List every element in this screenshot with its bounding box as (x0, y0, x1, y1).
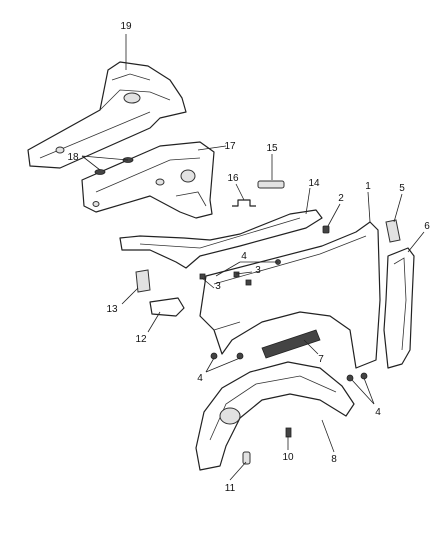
callout-17: 17 (224, 141, 236, 152)
callout-2: 2 (338, 193, 344, 204)
part-13-block (135, 269, 151, 293)
callout-7: 7 (318, 354, 324, 365)
callout-16: 16 (227, 173, 239, 184)
part-15-clip (257, 180, 285, 189)
part-2-clip (322, 225, 330, 234)
callout-4-left: 4 (197, 373, 203, 384)
part-19-rail-assembly (27, 61, 187, 169)
part-8-wheelhouse-liner (195, 361, 355, 471)
part-12-support (149, 297, 185, 317)
callout-5: 5 (399, 183, 405, 194)
callout-8: 8 (331, 454, 337, 465)
part-1-fender (199, 221, 381, 369)
callout-13: 13 (106, 304, 118, 315)
callout-14: 14 (308, 178, 320, 189)
part-10-screw (285, 427, 292, 438)
part-7-molding (261, 329, 321, 359)
part-16-bracket (232, 199, 256, 207)
callout-18: 18 (67, 152, 79, 163)
callout-12: 12 (135, 334, 147, 345)
leader-lines (81, 34, 425, 481)
part-6-splash-shield (383, 247, 415, 369)
part-17-apron-assembly (81, 141, 215, 219)
part-11-pin (242, 451, 251, 465)
callout-19: 19 (120, 21, 132, 32)
part-14-fender-seal (119, 209, 323, 269)
callout-11: 11 (225, 483, 236, 494)
part-3-clips (199, 271, 252, 286)
callout-10: 10 (282, 452, 294, 463)
part-4-fasteners (210, 259, 368, 382)
callout-3-left: 3 (215, 281, 221, 292)
callout-3-right: 3 (255, 265, 261, 276)
part-5-emblem (385, 219, 401, 243)
callout-labels: 19 17 18 15 16 14 2 1 5 6 4 3 3 13 12 4 … (67, 21, 430, 494)
callout-6: 6 (424, 221, 430, 232)
callout-15: 15 (266, 143, 278, 154)
callout-1: 1 (365, 181, 371, 192)
callout-4-right: 4 (375, 407, 381, 418)
callout-4-upper: 4 (241, 251, 247, 262)
